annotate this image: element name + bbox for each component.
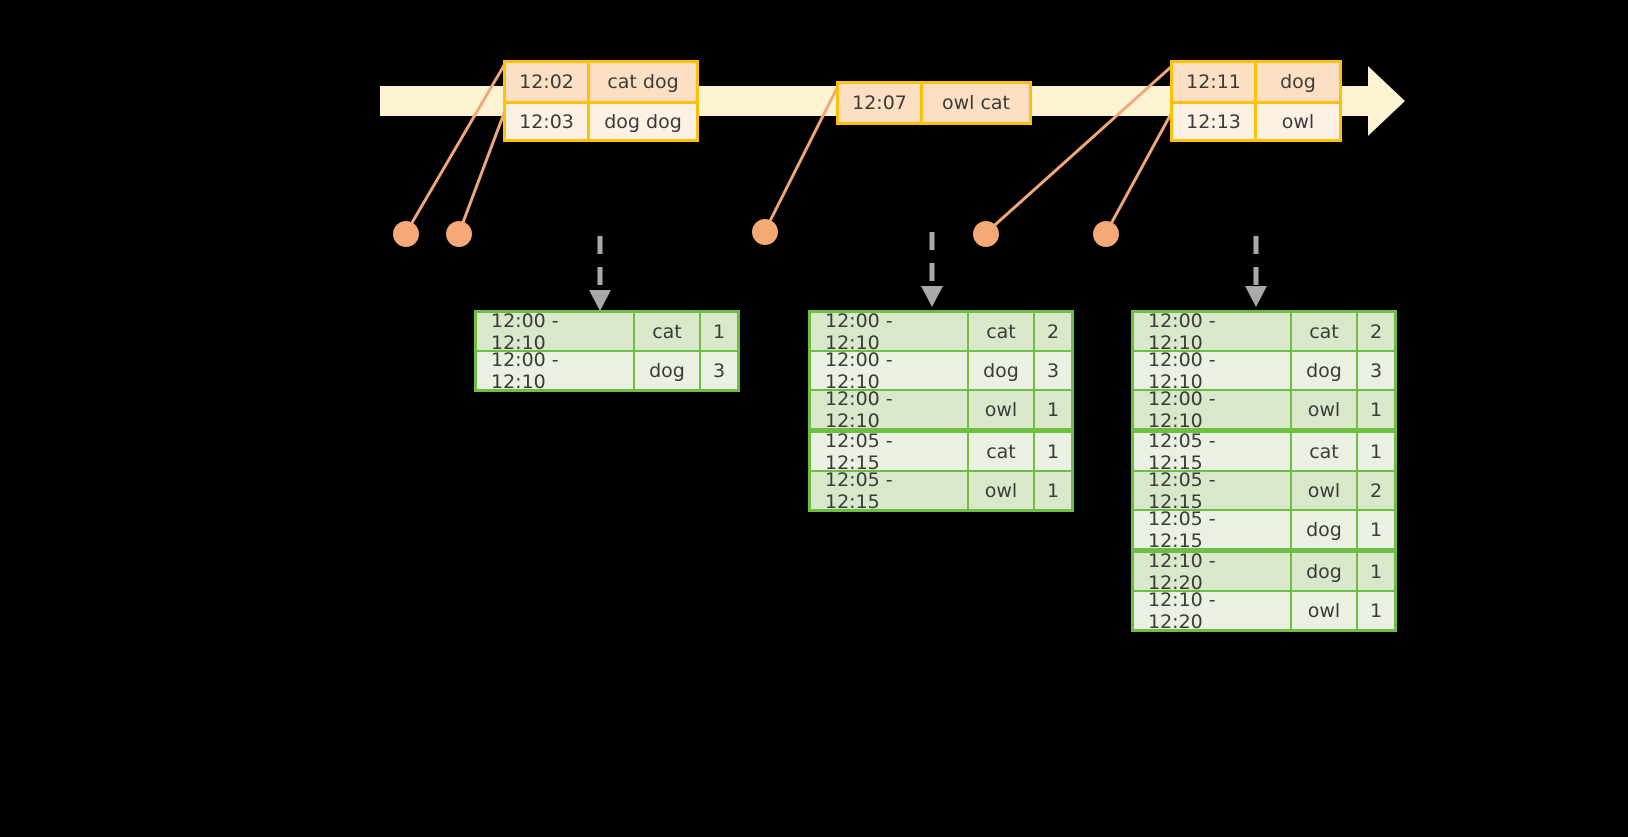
table-row[interactable]: 12:05 - 12:15 owl 2 [1134,469,1394,513]
cell-count: 1 [1035,472,1071,509]
cell-count: 1 [701,313,737,350]
cell-count: 1 [1358,511,1394,548]
connector-dot [393,221,419,247]
timeline-event-row[interactable]: 12:11 dog [1173,63,1339,101]
table-row[interactable]: 12:00 - 12:10 cat 1 [477,310,737,354]
cell-window: 12:00 - 12:10 [1134,310,1290,354]
cell-word: dog [1292,511,1356,548]
connector-dot [446,221,472,247]
result-table-2[interactable]: 12:00 - 12:10 cat 2 12:00 - 12:10 dog 3 … [808,310,1074,513]
cell-window: 12:00 - 12:10 [1134,349,1290,393]
cell-window: 12:00 - 12:10 [477,310,633,354]
cell-count: 2 [1035,313,1071,350]
timeline-event-row[interactable]: 12:13 owl [1173,101,1339,139]
table-row[interactable]: 12:05 - 12:15 cat 1 [811,430,1071,474]
emit-arrows [589,232,1267,311]
cell-word: owl [969,391,1033,428]
cell-window: 12:05 - 12:15 [811,469,967,513]
cell-count: 1 [1035,433,1071,470]
cell-window: 12:10 - 12:20 [1134,550,1290,594]
cell-count: 3 [1035,352,1071,389]
cell-window: 12:00 - 12:10 [477,349,633,393]
event-value: owl cat [923,84,1029,122]
emit-arrow-2 [921,232,943,307]
table-row[interactable]: 12:00 - 12:10 owl 1 [1134,388,1394,432]
table-row[interactable]: 12:00 - 12:10 dog 3 [477,349,737,393]
cell-window: 12:05 - 12:15 [1134,469,1290,513]
cell-word: owl [969,472,1033,509]
event-time: 12:02 [506,63,590,101]
result-table-1[interactable]: 12:00 - 12:10 cat 1 12:00 - 12:10 dog 3 [474,310,740,393]
cell-word: dog [969,352,1033,389]
cell-count: 3 [1358,352,1394,389]
connector-dot [973,221,999,247]
event-time: 12:13 [1173,104,1257,139]
cell-word: dog [1292,553,1356,590]
cell-word: owl [1292,472,1356,509]
cell-word: cat [969,313,1033,350]
cell-window: 12:05 - 12:15 [811,430,967,474]
cell-count: 1 [1358,592,1394,629]
table-row[interactable]: 12:05 - 12:15 owl 1 [811,469,1071,513]
table-row[interactable]: 12:00 - 12:10 dog 3 [811,349,1071,393]
cell-word: dog [635,352,699,389]
table-row[interactable]: 12:05 - 12:15 cat 1 [1134,430,1394,474]
cell-window: 12:00 - 12:10 [811,310,967,354]
cell-word: cat [635,313,699,350]
event-time: 12:11 [1173,63,1257,101]
event-value: cat dog [590,63,696,101]
cell-count: 1 [1358,553,1394,590]
cell-window: 12:10 - 12:20 [1134,589,1290,633]
event-value: dog [1257,63,1339,101]
cell-window: 12:00 - 12:10 [1134,388,1290,432]
table-row[interactable]: 12:00 - 12:10 cat 2 [811,310,1071,354]
table-row[interactable]: 12:00 - 12:10 owl 1 [811,388,1071,432]
timeline-event-group-2[interactable]: 12:07 owl cat [836,81,1032,125]
cell-word: owl [1292,592,1356,629]
event-value: owl [1257,104,1339,139]
event-time: 12:03 [506,104,590,139]
connector-dot [752,219,778,245]
table-row[interactable]: 12:10 - 12:20 owl 1 [1134,589,1394,633]
emit-arrow-1 [589,236,611,311]
cell-word: cat [969,433,1033,470]
connector-dots [393,219,1119,247]
timeline-event-group-1[interactable]: 12:02 cat dog 12:03 dog dog [503,60,699,142]
cell-count: 3 [701,352,737,389]
cell-count: 2 [1358,313,1394,350]
cell-count: 2 [1358,472,1394,509]
cell-word: cat [1292,433,1356,470]
cell-window: 12:00 - 12:10 [811,349,967,393]
cell-window: 12:05 - 12:15 [1134,430,1290,474]
timeline-event-group-3[interactable]: 12:11 dog 12:13 owl [1170,60,1342,142]
cell-window: 12:05 - 12:15 [1134,508,1290,552]
cell-count: 1 [1035,391,1071,428]
event-value: dog dog [590,104,696,139]
cell-word: dog [1292,352,1356,389]
cell-window: 12:00 - 12:10 [811,388,967,432]
event-time: 12:07 [839,84,923,122]
connector-dot [1093,221,1119,247]
table-row[interactable]: 12:10 - 12:20 dog 1 [1134,550,1394,594]
table-row[interactable]: 12:05 - 12:15 dog 1 [1134,508,1394,552]
table-row[interactable]: 12:00 - 12:10 cat 2 [1134,310,1394,354]
emit-arrow-3 [1245,236,1267,307]
timeline-event-row[interactable]: 12:03 dog dog [506,101,696,139]
result-table-3[interactable]: 12:00 - 12:10 cat 2 12:00 - 12:10 dog 3 … [1131,310,1397,633]
cell-word: owl [1292,391,1356,428]
timeline-event-row[interactable]: 12:07 owl cat [839,84,1029,122]
cell-count: 1 [1358,433,1394,470]
cell-count: 1 [1358,391,1394,428]
timeline-event-row[interactable]: 12:02 cat dog [506,63,696,101]
table-row[interactable]: 12:00 - 12:10 dog 3 [1134,349,1394,393]
cell-word: cat [1292,313,1356,350]
